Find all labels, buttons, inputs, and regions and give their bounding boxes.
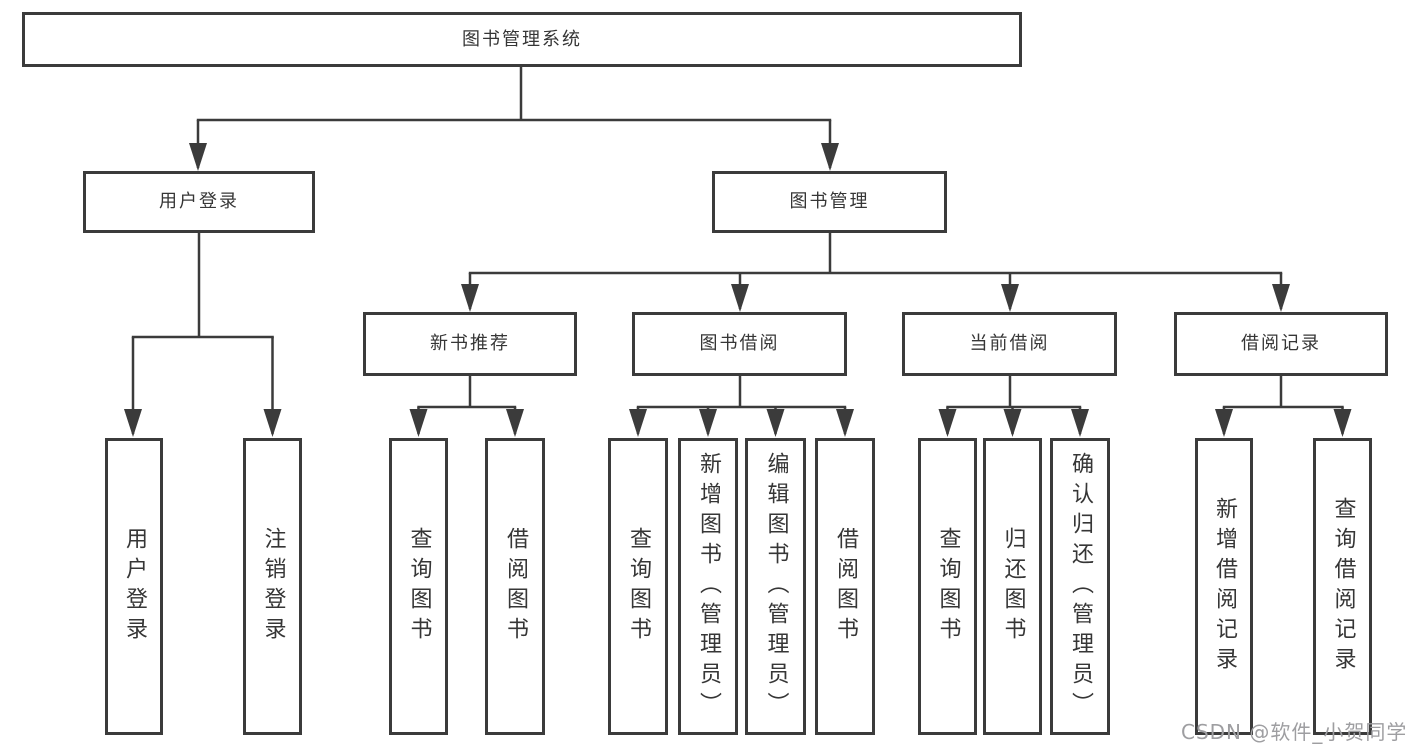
node-label: 用户登录 (159, 191, 239, 212)
node-label: 当前借阅 (969, 333, 1050, 354)
node-label: 图书借阅 (699, 333, 780, 354)
node-current-borrowing: 当前借阅 (902, 312, 1117, 376)
leaf-label: 查询图书 (626, 526, 651, 647)
leaf-query-books-current: 查询图书 (918, 438, 977, 735)
leaf-label: 查询借阅记录 (1330, 496, 1356, 677)
leaf-label: 编辑图书（管理员） (763, 451, 789, 722)
leaf-label: 借阅图书 (833, 526, 858, 647)
node-label: 图书管理系统 (462, 28, 582, 50)
leaf-user-login: 用户登录 (105, 438, 163, 735)
node-label: 图书管理 (789, 191, 870, 212)
leaf-label: 新增图书（管理员） (696, 451, 721, 722)
leaf-add-book-admin: 新增图书（管理员） (678, 438, 738, 735)
csdn-watermark: CSDN @软件_小贺同学 (1181, 720, 1405, 744)
leaf-label: 新增借阅记录 (1212, 496, 1237, 677)
leaf-query-books-recommend: 查询图书 (389, 438, 448, 735)
node-user-login: 用户登录 (83, 171, 315, 233)
leaf-label: 借阅图书 (503, 526, 528, 647)
leaf-borrow-books: 借阅图书 (815, 438, 875, 735)
leaf-edit-book-admin: 编辑图书（管理员） (745, 438, 806, 735)
node-book-management: 图书管理 (712, 171, 947, 233)
node-label: 新书推荐 (430, 333, 510, 354)
leaf-confirm-return-admin: 确认归还（管理员） (1050, 438, 1110, 735)
node-book-borrowing: 图书借阅 (632, 312, 847, 376)
leaf-label: 归还图书 (1000, 526, 1026, 647)
leaf-logout: 注销登录 (243, 438, 302, 735)
leaf-label: 查询图书 (406, 526, 432, 647)
leaf-query-books-borrow: 查询图书 (608, 438, 668, 735)
leaf-return-books: 归还图书 (983, 438, 1042, 735)
leaf-label: 查询图书 (935, 526, 961, 647)
node-borrowing-records: 借阅记录 (1174, 312, 1388, 376)
leaf-label: 用户登录 (122, 526, 147, 647)
node-new-book-recommendation: 新书推荐 (363, 312, 577, 376)
node-label: 借阅记录 (1241, 333, 1321, 354)
node-library-management-system: 图书管理系统 (22, 12, 1022, 67)
leaf-label: 确认归还（管理员） (1068, 451, 1093, 722)
leaf-label: 注销登录 (260, 526, 286, 647)
leaf-query-borrow-record: 查询借阅记录 (1313, 438, 1372, 735)
leaf-borrow-books-recommend: 借阅图书 (485, 438, 545, 735)
leaf-add-borrow-record: 新增借阅记录 (1195, 438, 1253, 735)
